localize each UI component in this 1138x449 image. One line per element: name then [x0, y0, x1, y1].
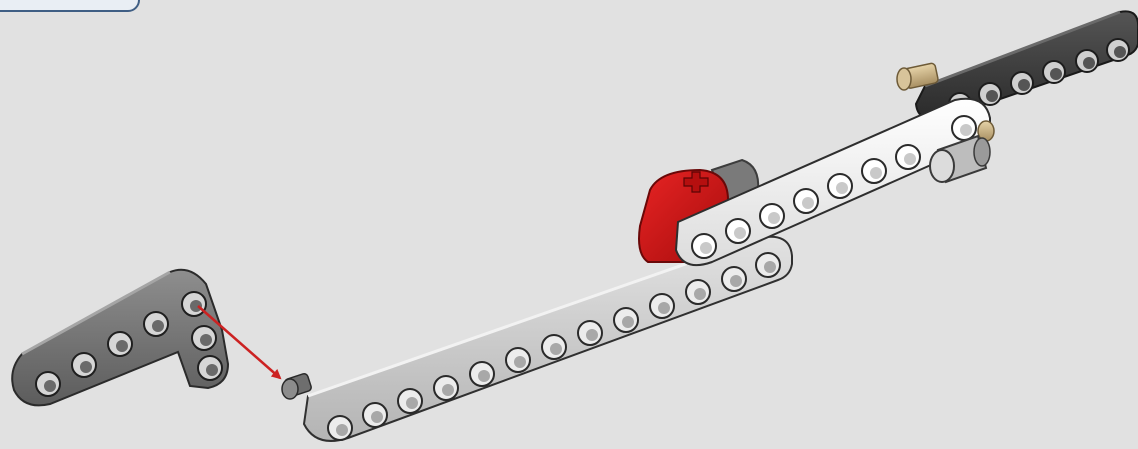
l-shaped-beam [12, 270, 228, 406]
long-gray-beam [304, 237, 792, 441]
